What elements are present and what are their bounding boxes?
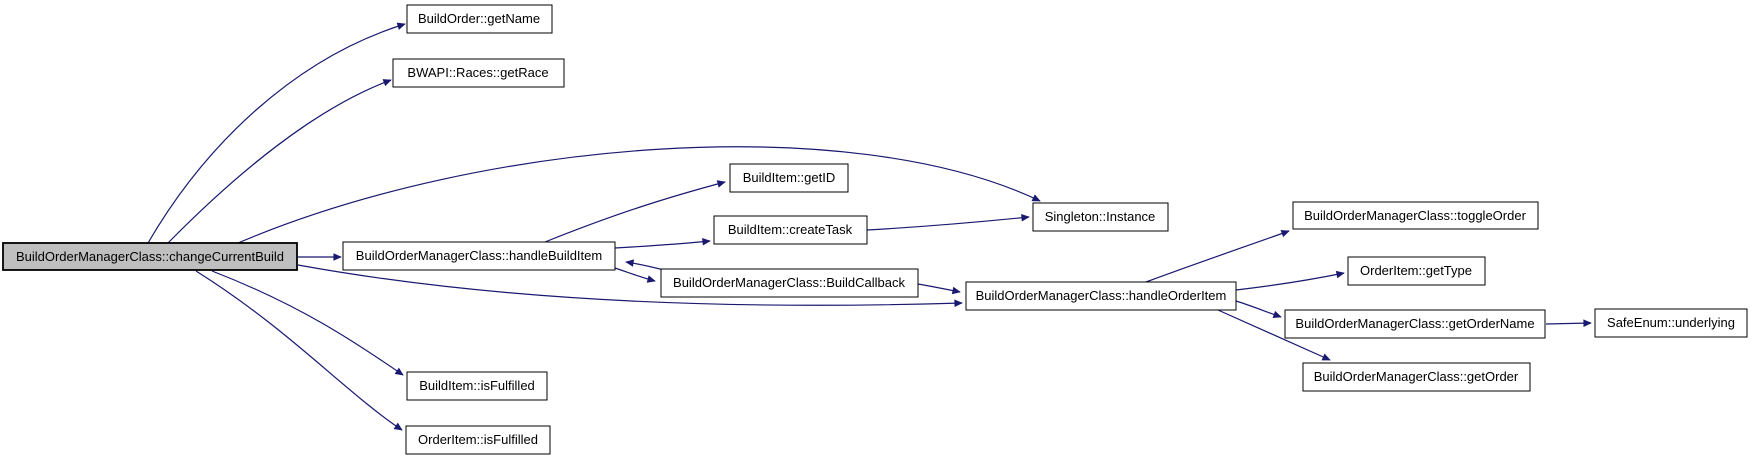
node-handleOrderItem-box	[965, 281, 1237, 311]
node-safeEnumUnderlying-box	[1594, 308, 1748, 338]
node-getRace[interactable]: BWAPI::Races::getRace	[392, 58, 565, 88]
node-toggleOrder-box	[1292, 201, 1539, 230]
edge-changeCurrentBuild-to-singletonInstance	[237, 146, 1041, 244]
node-getType-label: OrderItem::getType	[1360, 263, 1472, 278]
node-buildItemIsFulfilled[interactable]: BuildItem::isFulfilled	[406, 371, 548, 401]
node-buildCallback-label: BuildOrderManagerClass::BuildCallback	[673, 275, 905, 290]
node-getName-box	[406, 4, 553, 34]
edge-changeCurrentBuild-to-orderItemIsFulfilled	[195, 270, 403, 431]
node-toggleOrder[interactable]: BuildOrderManagerClass::toggleOrder	[1292, 201, 1539, 230]
node-orderItemIsFulfilled-box	[405, 425, 551, 455]
node-getRace-box	[392, 58, 565, 88]
node-singletonInstance-label: Singleton::Instance	[1045, 209, 1156, 224]
node-changeCurrentBuild: BuildOrderManagerClass::changeCurrentBui…	[2, 242, 298, 271]
node-singletonInstance[interactable]: Singleton::Instance	[1032, 202, 1169, 232]
node-getOrderName-box	[1284, 309, 1546, 339]
edge-getOrderName-to-safeEnumUnderlying	[1545, 319, 1592, 327]
node-createTask[interactable]: BuildItem::createTask	[713, 215, 868, 245]
edge-handleBuildItem-to-buildCallback	[611, 266, 656, 283]
node-getID-label: BuildItem::getID	[743, 170, 836, 185]
edge-layer	[147, 22, 1592, 431]
node-getID[interactable]: BuildItem::getID	[729, 163, 849, 193]
node-getType-box	[1347, 256, 1486, 286]
node-getOrder[interactable]: BuildOrderManagerClass::getOrder	[1302, 362, 1531, 392]
node-getName[interactable]: BuildOrder::getName	[406, 4, 553, 34]
node-changeCurrentBuild-label: BuildOrderManagerClass::changeCurrentBui…	[16, 249, 284, 264]
node-orderItemIsFulfilled-label: OrderItem::isFulfilled	[418, 432, 538, 447]
edge-buildCallback-to-handleBuildItem	[625, 259, 665, 271]
edge-handleBuildItem-to-getID	[544, 180, 726, 243]
node-handleBuildItem-label: BuildOrderManagerClass::handleBuildItem	[356, 248, 602, 263]
edge-changeCurrentBuild-to-buildItemIsFulfilled	[211, 270, 404, 376]
node-getType[interactable]: OrderItem::getType	[1347, 256, 1486, 286]
node-handleOrderItem-label: BuildOrderManagerClass::handleOrderItem	[976, 288, 1227, 303]
node-buildCallback-box	[660, 268, 919, 298]
node-getOrder-box	[1302, 362, 1531, 392]
edge-createTask-to-singletonInstance	[866, 214, 1030, 231]
edge-buildCallback-to-handleOrderItem	[917, 283, 961, 295]
node-toggleOrder-label: BuildOrderManagerClass::toggleOrder	[1304, 208, 1526, 223]
node-changeCurrentBuild-box	[2, 242, 298, 271]
node-handleOrderItem[interactable]: BuildOrderManagerClass::handleOrderItem	[965, 281, 1237, 311]
node-singletonInstance-box	[1032, 202, 1169, 232]
edge-handleOrderItem-to-getOrderName	[1235, 300, 1282, 319]
edge-changeCurrentBuild-to-handleOrderItem	[297, 264, 963, 308]
edge-handleOrderItem-to-toggleOrder	[1145, 229, 1290, 283]
edge-changeCurrentBuild-to-getName	[147, 22, 406, 244]
node-buildItemIsFulfilled-label: BuildItem::isFulfilled	[419, 378, 535, 393]
node-orderItemIsFulfilled[interactable]: OrderItem::isFulfilled	[405, 425, 551, 455]
node-createTask-label: BuildItem::createTask	[728, 222, 853, 237]
edge-changeCurrentBuild-to-getRace	[167, 79, 392, 244]
edge-handleBuildItem-to-createTask	[614, 237, 711, 249]
node-getRace-label: BWAPI::Races::getRace	[407, 65, 548, 80]
node-handleBuildItem[interactable]: BuildOrderManagerClass::handleBuildItem	[342, 241, 616, 271]
node-layer: BuildOrderManagerClass::changeCurrentBui…	[2, 4, 1748, 455]
node-getOrderName[interactable]: BuildOrderManagerClass::getOrderName	[1284, 309, 1546, 339]
node-getName-label: BuildOrder::getName	[418, 11, 540, 26]
edge-handleOrderItem-to-getType	[1235, 270, 1345, 291]
node-buildCallback[interactable]: BuildOrderManagerClass::BuildCallback	[660, 268, 919, 298]
node-createTask-box	[713, 215, 868, 245]
node-getOrder-label: BuildOrderManagerClass::getOrder	[1314, 369, 1519, 384]
node-getOrderName-label: BuildOrderManagerClass::getOrderName	[1295, 316, 1534, 331]
node-buildItemIsFulfilled-box	[406, 371, 548, 401]
node-safeEnumUnderlying[interactable]: SafeEnum::underlying	[1594, 308, 1748, 338]
edge-handleOrderItem-to-getOrder	[1217, 309, 1331, 361]
node-getID-box	[729, 163, 849, 193]
node-safeEnumUnderlying-label: SafeEnum::underlying	[1607, 315, 1735, 330]
node-handleBuildItem-box	[342, 241, 616, 271]
